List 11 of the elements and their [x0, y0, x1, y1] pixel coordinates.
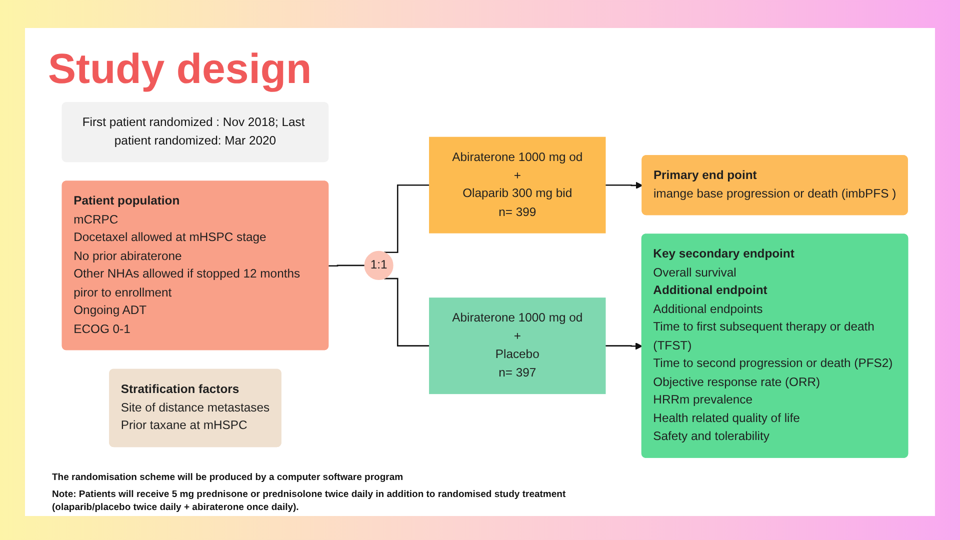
arrow — [605, 182, 643, 189]
connector — [328, 264, 365, 266]
connector — [384, 184, 430, 253]
node-box: Abiraterone 1000 mg od + Olaparib 300 mg bid n= 399 — [429, 136, 606, 234]
title: Study design — [48, 46, 312, 92]
node-box: Abiraterone 1000 mg od + Placebo n= 397 — [429, 298, 606, 394]
connector — [384, 278, 430, 346]
arrow — [605, 342, 643, 350]
node-circle: 1:1 — [364, 250, 394, 280]
note-text: The randomisation scheme will be produced by a computer software program — [52, 472, 404, 484]
note-text: Note: Patients will receive 5 mg prednisone or prednisolone twice daily in addition to randomised study treatment (olaparib/placebo twice daily + abiraterone once daily). — [52, 489, 567, 514]
